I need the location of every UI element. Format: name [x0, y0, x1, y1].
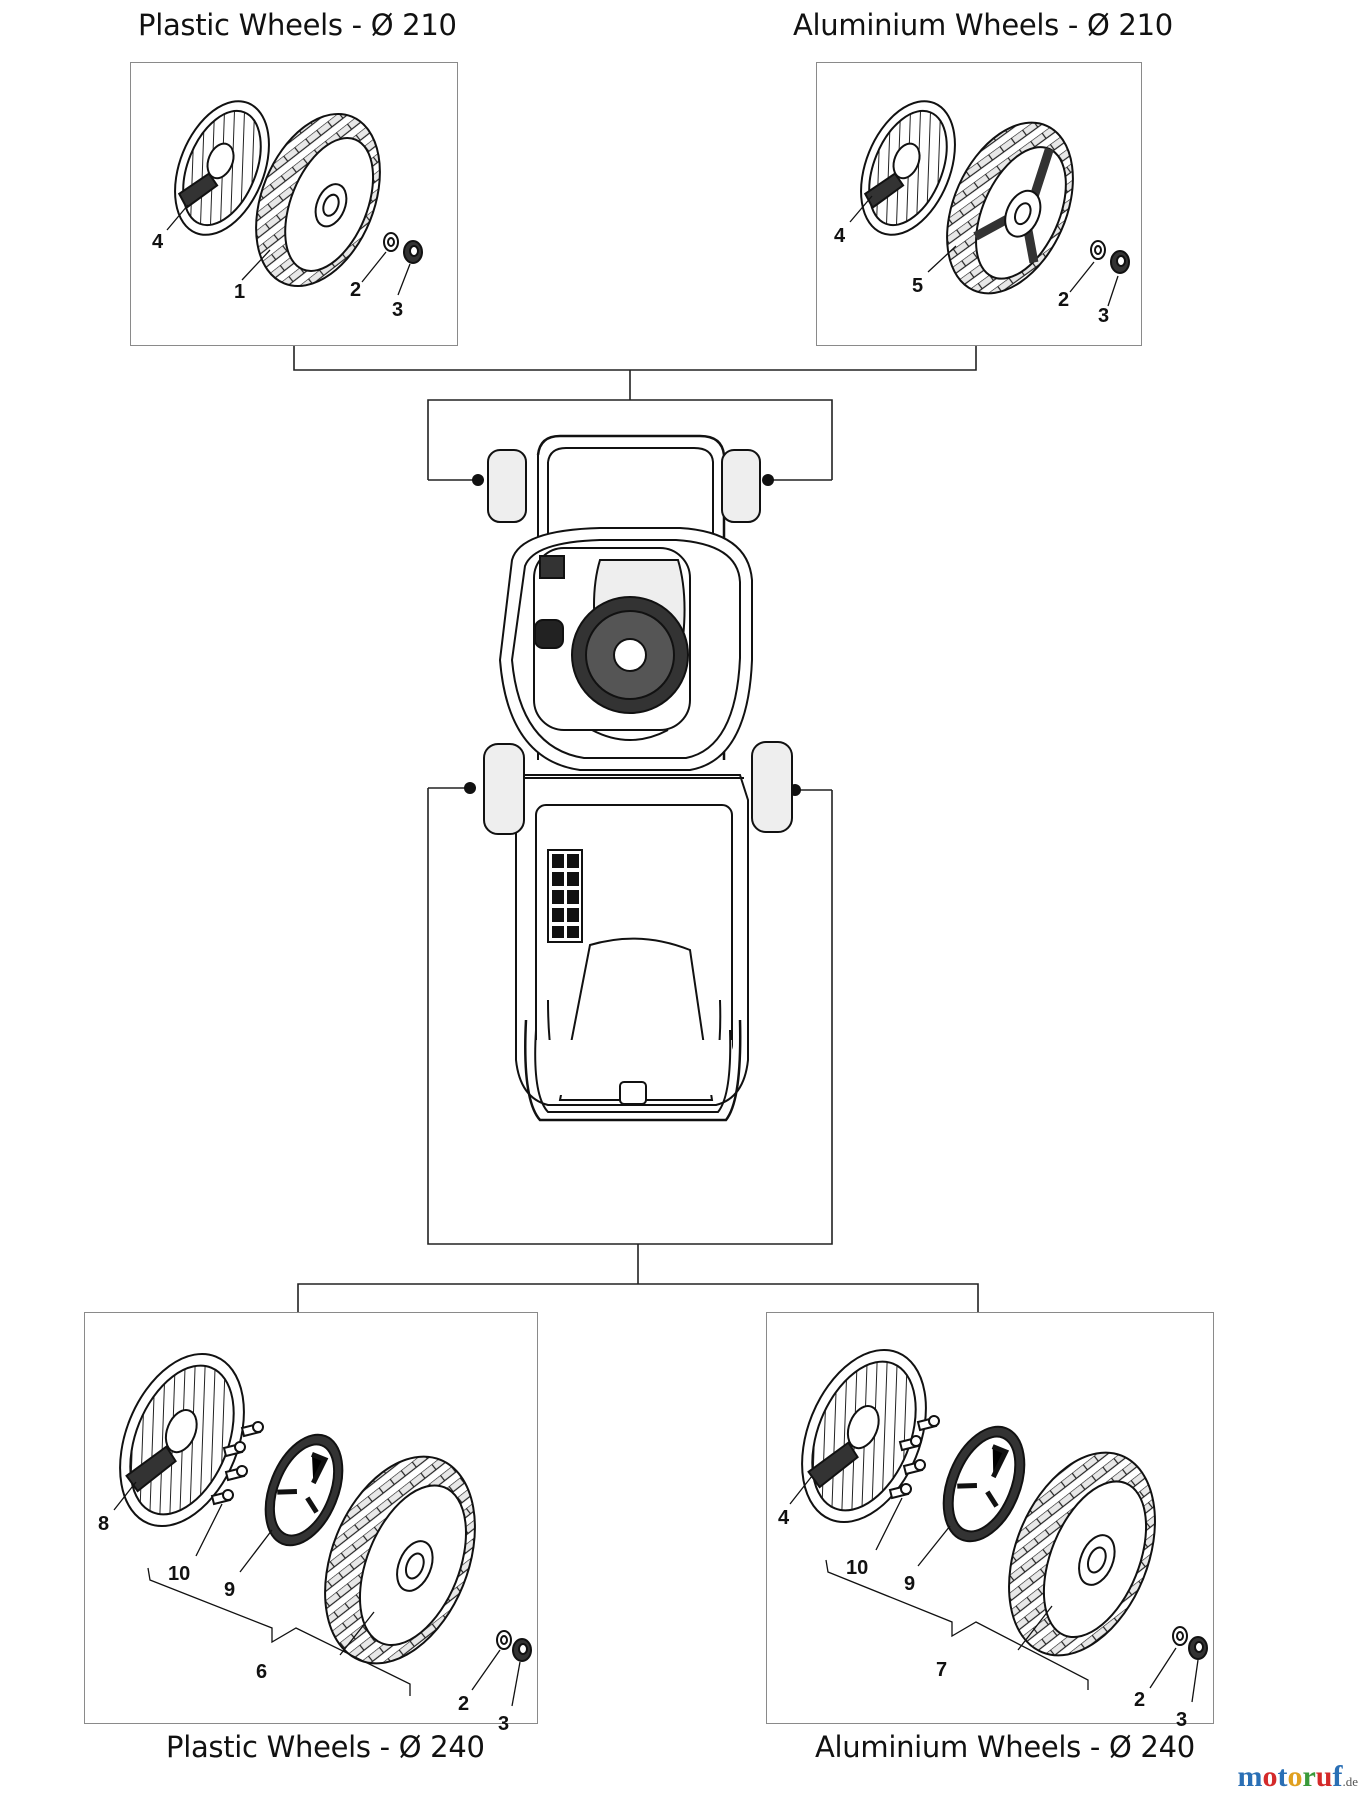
- callout-9: 9: [904, 1573, 915, 1595]
- hubcap-8-icon: [119, 1352, 245, 1528]
- wheel-7-icon: [1008, 1451, 1156, 1657]
- wheel-set-aluminium-210: [860, 100, 1130, 295]
- callout-6: 6: [256, 1661, 267, 1683]
- title-aluminium-wheels-240: Aluminium Wheels - Ø 240: [815, 1730, 1195, 1764]
- callout-2: 2: [1058, 289, 1069, 311]
- logo-tld: .de: [1342, 1774, 1358, 1789]
- wheel-set-aluminium-240: [801, 1348, 1208, 1660]
- callout-8: 8: [98, 1513, 109, 1535]
- callout-2: 2: [1134, 1689, 1145, 1711]
- rim-9-icon: [264, 1433, 344, 1547]
- callout-4: 4: [152, 231, 164, 253]
- callout-2: 2: [458, 1693, 469, 1715]
- wheel-set-plastic-210: [174, 100, 423, 288]
- washer-2-icon: [383, 232, 399, 252]
- callout-9: 9: [224, 1579, 235, 1601]
- callout-2: 2: [350, 279, 361, 301]
- wheel-5-icon: [946, 121, 1074, 295]
- washer-2-icon: [1090, 240, 1106, 260]
- bolts-10-icon: [888, 1415, 940, 1500]
- callout-7: 7: [936, 1659, 947, 1681]
- washer-2-icon: [1172, 1626, 1188, 1646]
- rim-9-icon: [942, 1425, 1026, 1543]
- callout-4: 4: [834, 225, 846, 247]
- leader-lines-br: [789, 1475, 1199, 1703]
- title-plastic-wheels-210: Plastic Wheels - Ø 210: [138, 8, 457, 42]
- callout-5: 5: [912, 275, 923, 297]
- callout-10: 10: [168, 1563, 190, 1585]
- callout-1: 1: [234, 281, 245, 303]
- wheel-1-icon: [255, 112, 381, 288]
- logo-text: motoruf: [1237, 1760, 1343, 1793]
- callout-10: 10: [846, 1557, 868, 1579]
- hubcap-4-icon: [801, 1348, 927, 1524]
- nut-3-icon: [1188, 1636, 1208, 1660]
- callout-4: 4: [778, 1507, 790, 1529]
- nut-3-icon: [1110, 250, 1130, 274]
- hubcap-4-icon: [860, 100, 956, 236]
- bolts-10-icon: [210, 1421, 264, 1506]
- connector-lines: [293, 346, 979, 1312]
- callout-3: 3: [392, 299, 403, 321]
- motoruf-logo: motoruf.de: [1237, 1760, 1358, 1794]
- hubcap-4-icon: [174, 100, 270, 236]
- wheel-6-icon: [324, 1455, 476, 1665]
- leader-lines-tl: [166, 204, 411, 296]
- nut-3-icon: [512, 1638, 532, 1662]
- callout-3: 3: [1098, 305, 1109, 327]
- callout-3: 3: [498, 1713, 509, 1735]
- washer-2-icon: [496, 1630, 512, 1650]
- nut-3-icon: [403, 240, 423, 264]
- leader-lines-bl: [113, 1481, 521, 1707]
- title-plastic-wheels-240: Plastic Wheels - Ø 240: [166, 1730, 485, 1764]
- leader-lines-tr: [849, 195, 1119, 307]
- lawnmower-top-view: [483, 434, 793, 1122]
- title-aluminium-wheels-210: Aluminium Wheels - Ø 210: [793, 8, 1173, 42]
- callout-3: 3: [1176, 1709, 1187, 1731]
- wheel-set-plastic-240: [119, 1352, 532, 1665]
